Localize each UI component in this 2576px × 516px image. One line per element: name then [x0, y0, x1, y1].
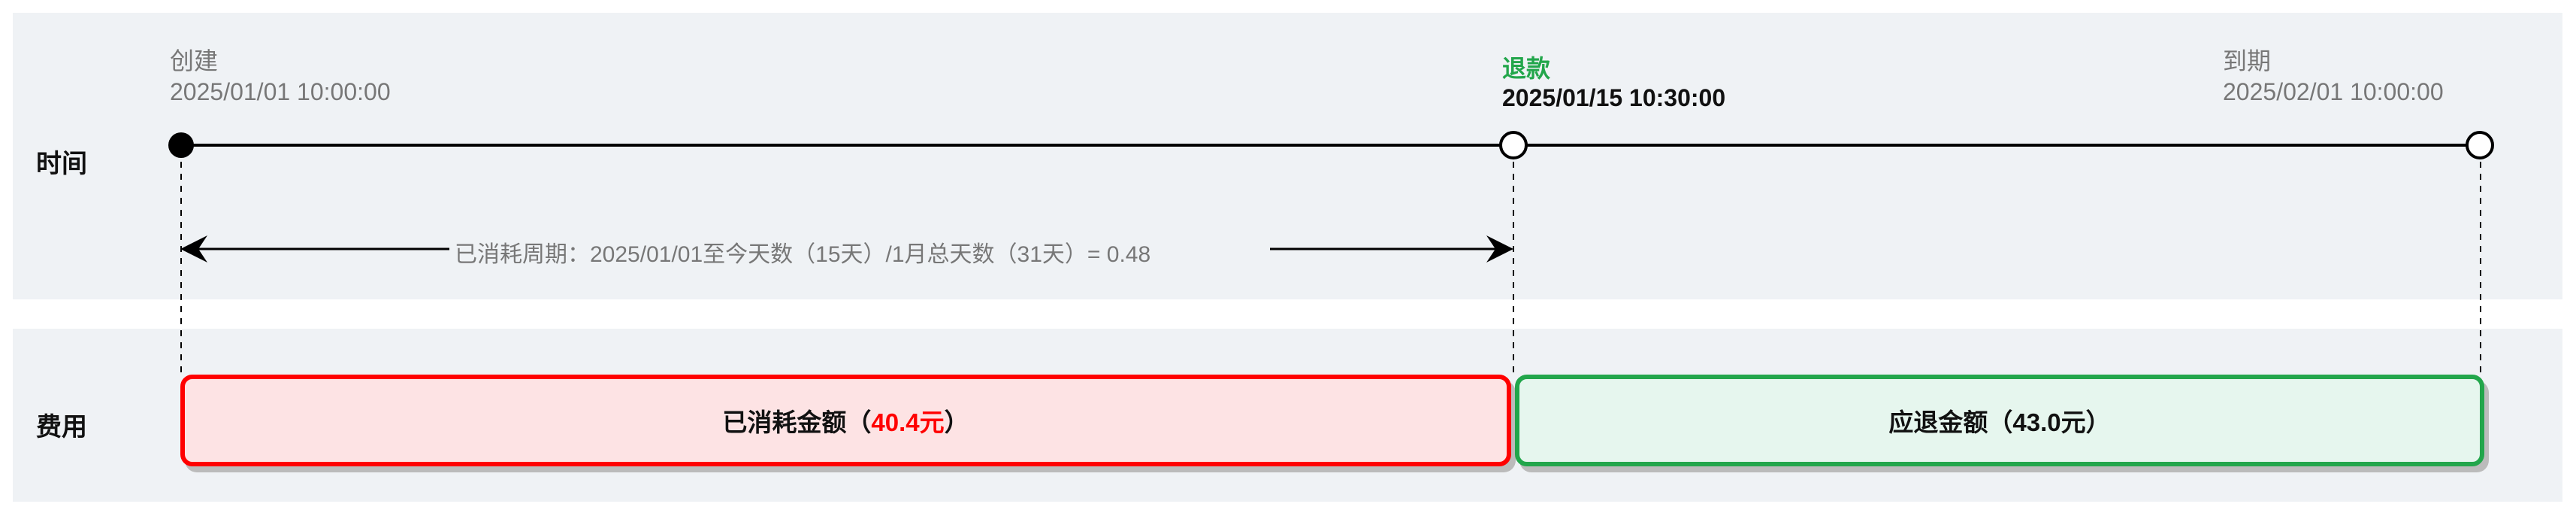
event-refund-name: 退款	[1502, 55, 1551, 82]
node-created	[168, 132, 194, 158]
event-created-date: 2025/01/01 10:00:00	[170, 78, 391, 105]
refund-amount-box: 应退金额（43.0元）	[1515, 375, 2484, 466]
refund-amount-label: 应退金额（43.0元）	[1888, 408, 2111, 436]
event-expire-name: 到期	[2223, 47, 2272, 74]
event-expire-date: 2025/02/01 10:00:00	[2223, 78, 2444, 105]
consumed-prefix: 已消耗金额（	[722, 408, 872, 436]
event-created-name: 创建	[170, 47, 219, 74]
time-panel	[13, 13, 2562, 299]
node-refund	[1499, 131, 1528, 159]
node-expire	[2466, 131, 2494, 159]
consumed-amount-box: 已消耗金额（40.4元）	[180, 375, 1511, 466]
row-label-cost: 费用	[36, 413, 87, 442]
consumed-suffix: ）	[944, 408, 969, 436]
event-refund-date: 2025/01/15 10:30:00	[1502, 84, 1726, 111]
row-label-time: 时间	[36, 150, 87, 178]
period-note: 已消耗周期：2025/01/01至今天数（15天）/1月总天数（31天）= 0.…	[453, 235, 1153, 269]
consumed-amount: 40.4元	[871, 408, 945, 436]
